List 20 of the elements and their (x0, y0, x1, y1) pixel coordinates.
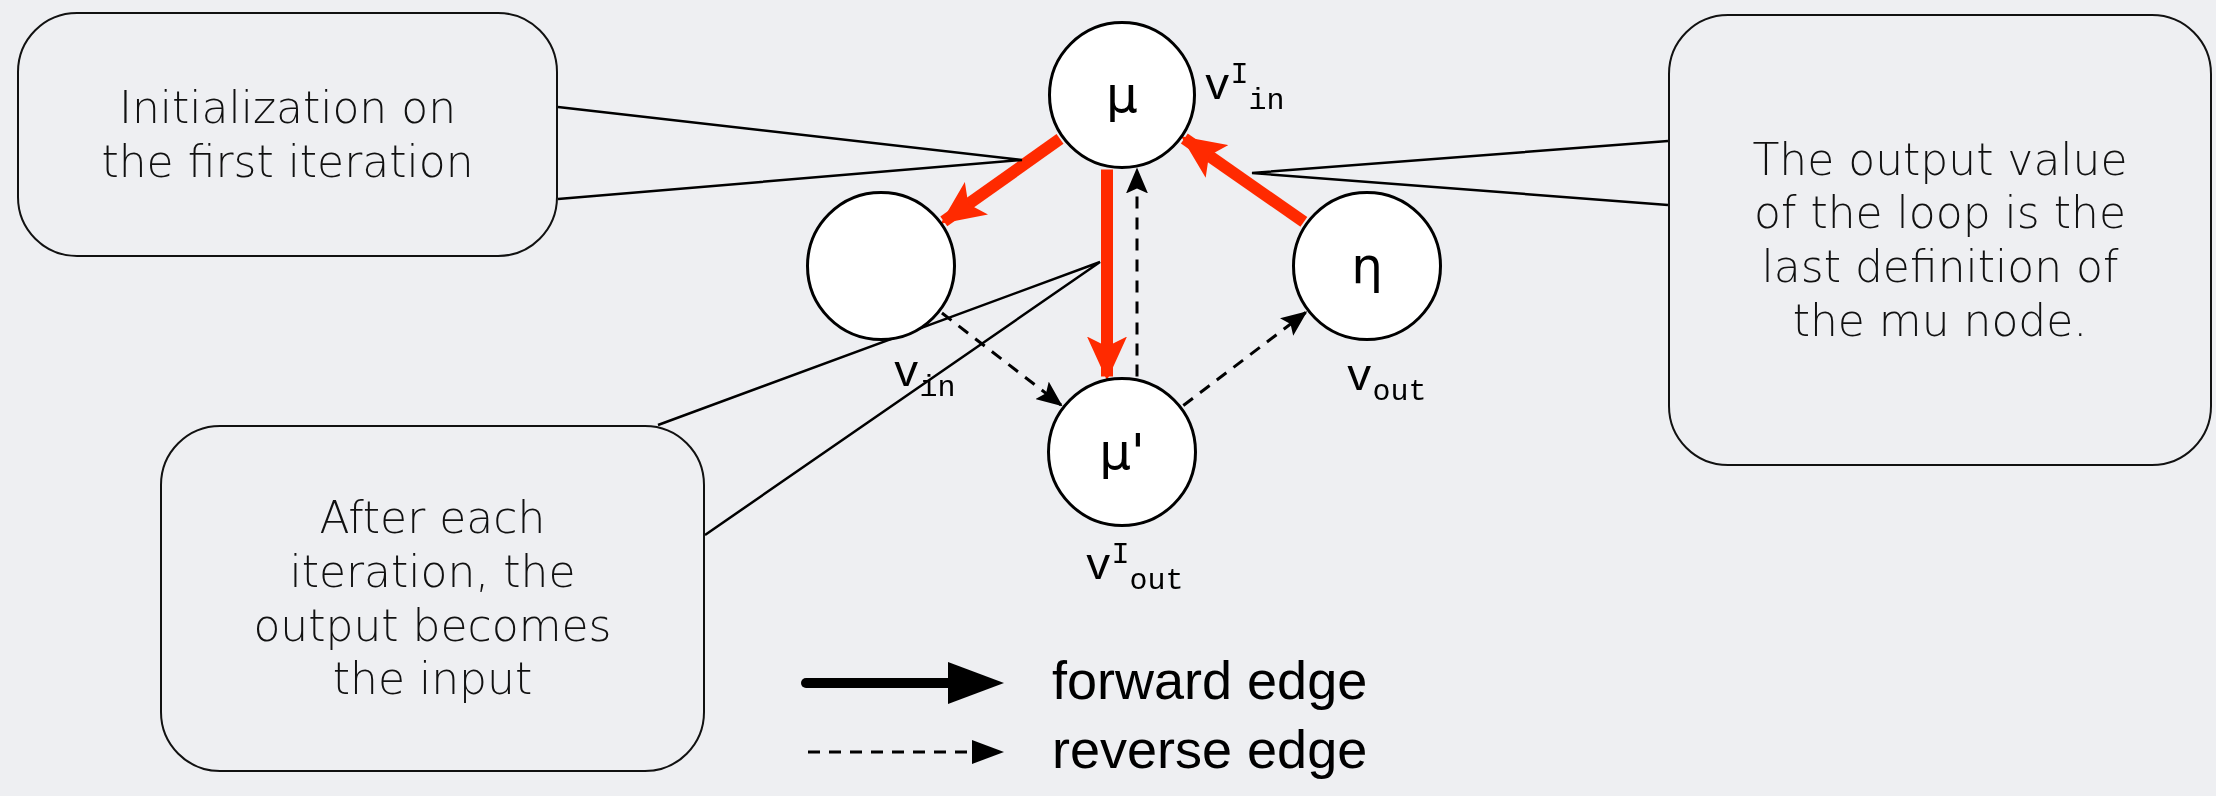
callout-bubble (17, 12, 558, 257)
dashed-arrow (1126, 167, 1148, 377)
node-symbol: μ' (1099, 427, 1145, 477)
leader-line (1250, 139, 1669, 207)
node-symbol: μ (1106, 70, 1138, 120)
variable-label: v$_{in}$ (893, 352, 956, 403)
callout-text: After each iteration, the output becomes the input (252, 491, 613, 706)
callout-text: Initialization on the first iteration (100, 80, 475, 189)
arrow (1087, 169, 1127, 381)
arrow (1180, 133, 1308, 227)
leader-line (557, 105, 1024, 201)
callout-bubble (1668, 14, 2212, 466)
dashed-arrow (941, 311, 1063, 407)
node-symbol: η (1351, 241, 1383, 291)
callout-text: The output value of the loop is the last definition of the mu node. (1751, 132, 2129, 348)
variable-label: v$_{out}$ (1346, 356, 1427, 407)
leader-line (657, 260, 1102, 537)
dashed-arrow (1182, 311, 1308, 407)
arrow (940, 134, 1064, 227)
callout-bubble (160, 425, 705, 772)
